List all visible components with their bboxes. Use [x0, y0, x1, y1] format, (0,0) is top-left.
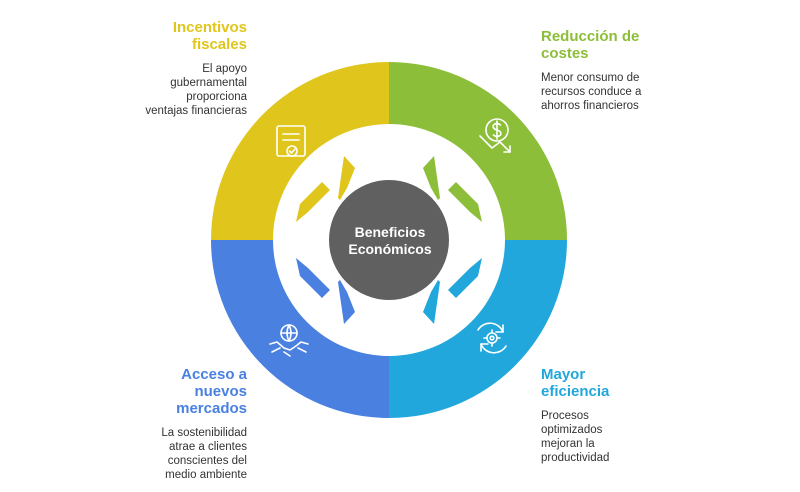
title-line: Reducción de	[541, 28, 640, 45]
segment-tr-arc	[389, 62, 567, 240]
segment-bl-title: Acceso a nuevos mercados	[161, 366, 247, 417]
gear-cycle-icon	[477, 322, 507, 354]
title-line: Acceso a	[181, 366, 247, 383]
segment-br-description: Procesos optimizados mejoran la producti…	[541, 409, 609, 465]
desc-line: recursos conduce a	[541, 86, 642, 98]
segment-br-text: Mayor eficiencia Procesos optimizados me…	[541, 366, 609, 465]
center-label-line2: Económicos	[348, 241, 432, 257]
segment-bl-arrow	[296, 258, 355, 324]
desc-line: Menor consumo de	[541, 72, 640, 84]
desc-line: atrae a clientes	[169, 441, 247, 453]
desc-line: mejoran la	[541, 438, 595, 450]
center-label: Beneficios Económicos	[330, 224, 450, 258]
title-line: costes	[541, 45, 589, 62]
segment-tl-text: Incentivos fiscales El apoyo gubernament…	[145, 19, 247, 118]
segment-bl-text: Acceso a nuevos mercados La sostenibilid…	[161, 366, 247, 482]
desc-line: medio ambiente	[165, 469, 247, 481]
segment-tl-description: El apoyo gubernamental proporciona venta…	[145, 62, 247, 118]
segment-tr-title: Reducción de costes	[541, 28, 641, 62]
title-line: fiscales	[191, 36, 247, 53]
segment-br-arrow	[423, 258, 482, 324]
segment-tl-title: Incentivos fiscales	[145, 19, 247, 53]
desc-line: proporciona	[186, 91, 247, 103]
segment-tr-arrow	[423, 156, 482, 222]
segment-tl-arrow	[296, 156, 355, 222]
title-line: mercados	[176, 400, 247, 417]
desc-line: optimizados	[541, 424, 603, 436]
title-line: eficiencia	[541, 383, 610, 400]
segment-tr-description: Menor consumo de recursos conduce a ahor…	[541, 71, 641, 113]
desc-line: ahorros financieros	[541, 100, 639, 112]
desc-line: gubernamental	[170, 77, 247, 89]
segment-bl-description: La sostenibilidad atrae a clientes consc…	[161, 426, 247, 482]
title-line: nuevos	[194, 383, 247, 400]
title-line: Mayor	[541, 366, 586, 383]
desc-line: Procesos	[541, 410, 589, 422]
dollar-down-icon	[479, 118, 511, 153]
segment-tr-text: Reducción de costes Menor consumo de rec…	[541, 28, 641, 113]
desc-line: conscientes del	[167, 455, 247, 467]
desc-line: ventajas financieras	[145, 105, 247, 117]
handshake-globe-icon	[269, 324, 309, 357]
certificate-icon	[276, 125, 306, 157]
center-label-line1: Beneficios	[354, 224, 426, 240]
desc-line: La sostenibilidad	[161, 427, 247, 439]
segment-br-title: Mayor eficiencia	[541, 366, 609, 400]
desc-line: El apoyo	[202, 63, 247, 75]
segment-tl-arc	[211, 62, 389, 240]
center-circle	[329, 180, 449, 300]
desc-line: productividad	[541, 452, 610, 464]
title-line: Incentivos	[172, 19, 247, 36]
segment-bl-arc	[211, 240, 389, 418]
